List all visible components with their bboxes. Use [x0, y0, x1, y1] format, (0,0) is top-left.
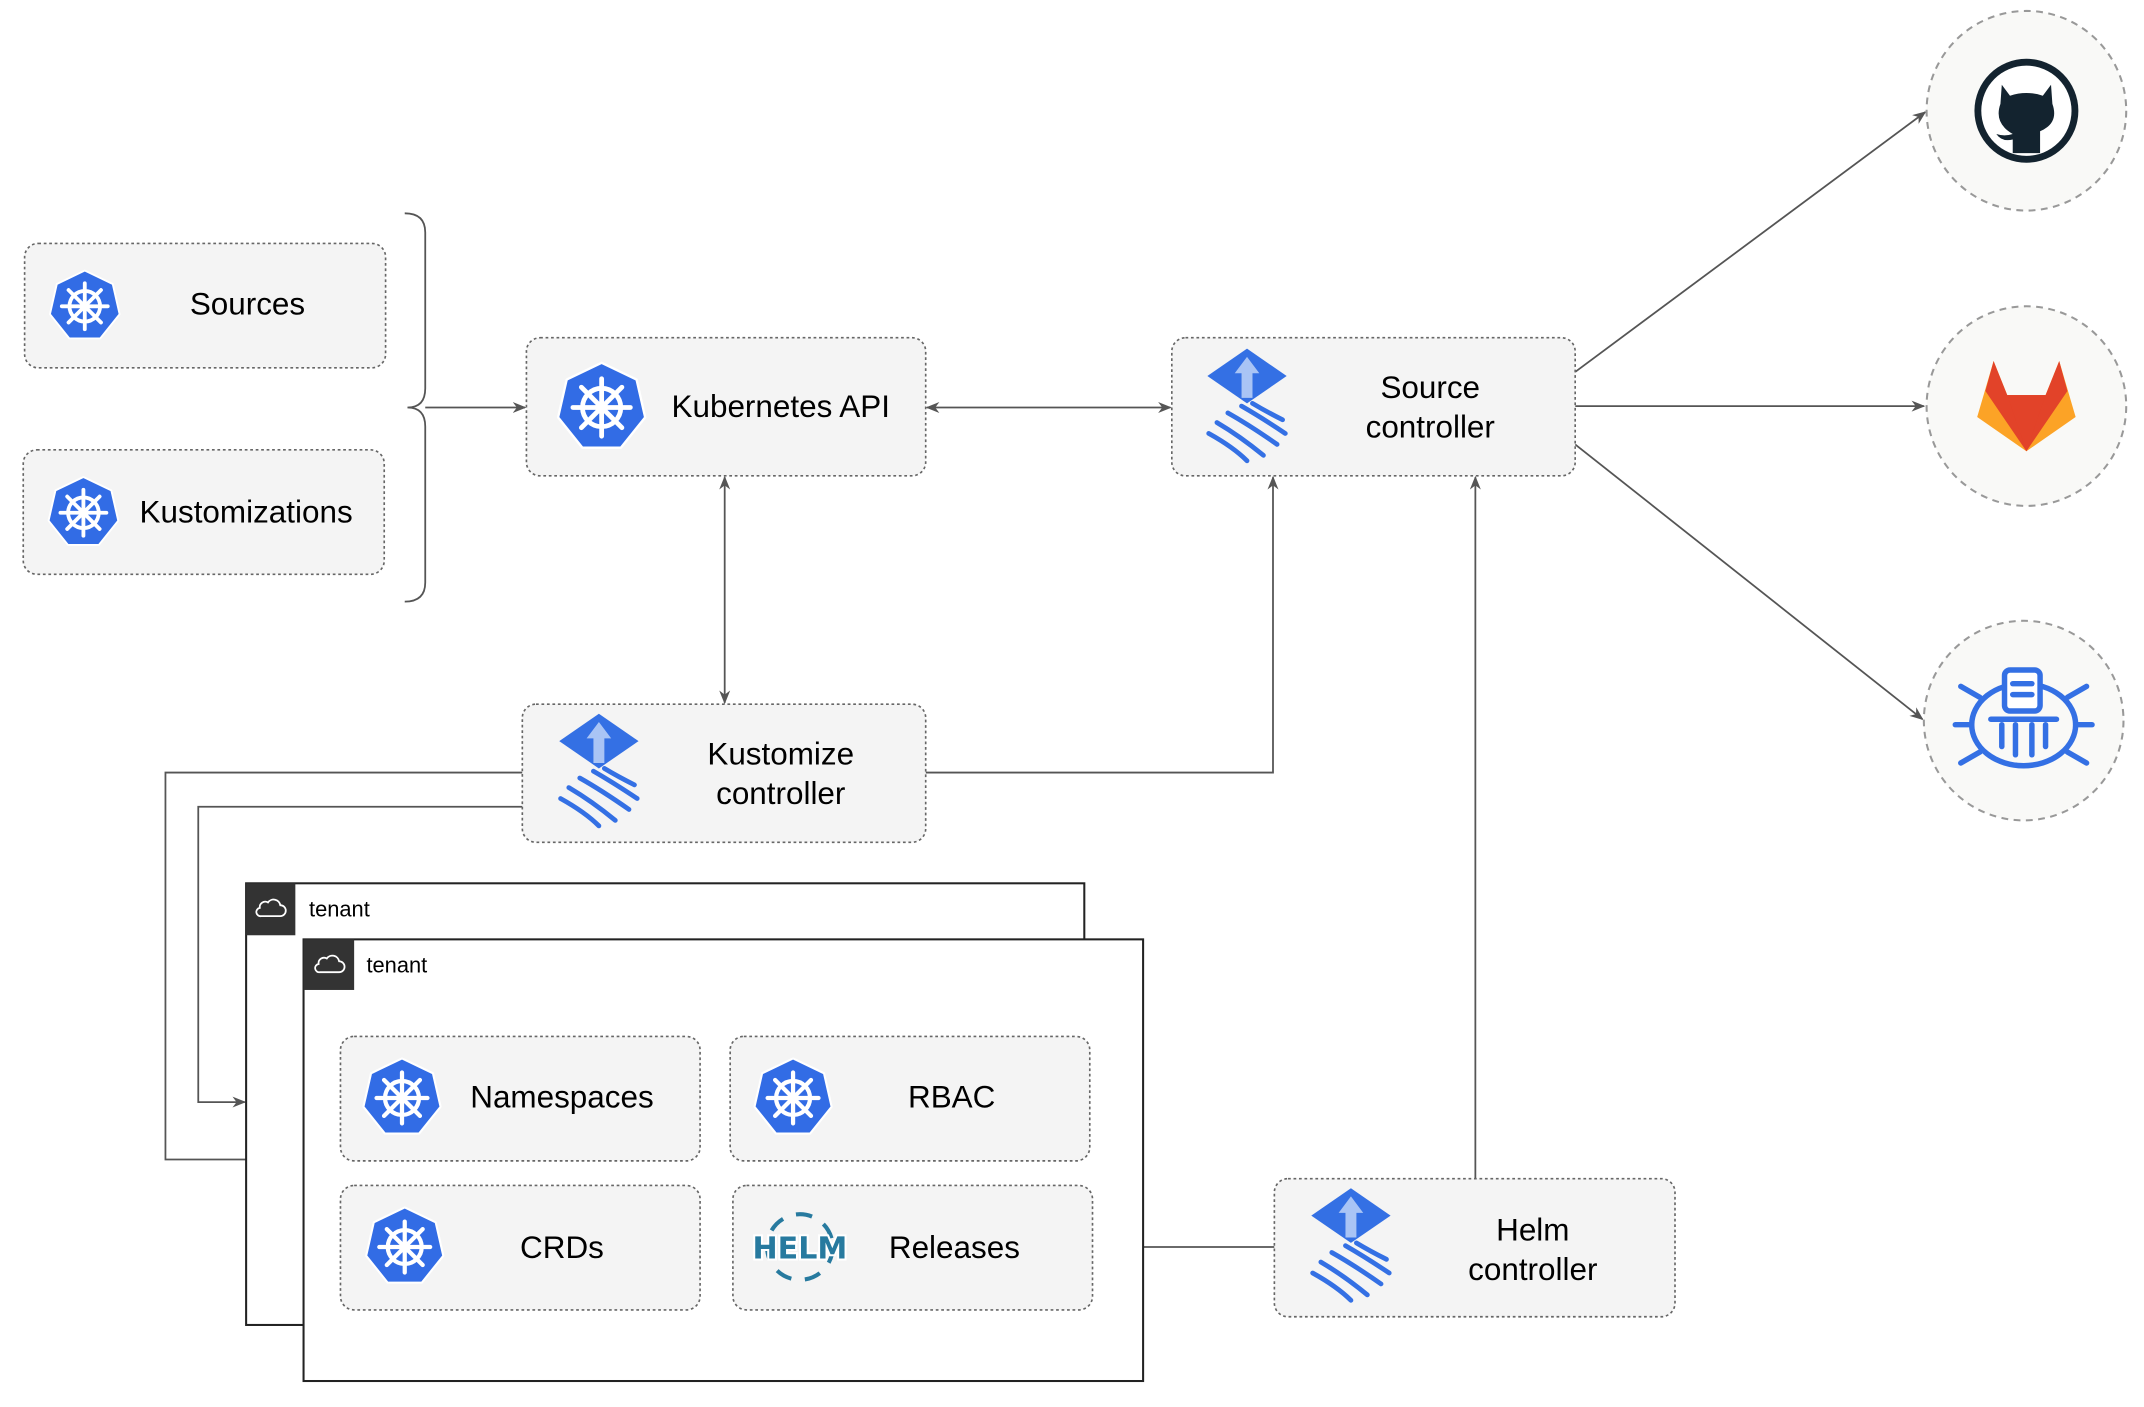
edge-kustomize-to-tenant-front: [164, 771, 523, 1165]
rbac-label: RBAC: [908, 1080, 995, 1115]
helm-controller-label-1: Helm: [1496, 1212, 1569, 1247]
edge-source-to-bucket: [1574, 443, 1924, 721]
releases-node[interactable]: HELM Releases: [732, 1184, 1094, 1311]
svg-text:HELM: HELM: [752, 1231, 847, 1266]
edge-kustomize-to-source: [925, 475, 1279, 774]
source-controller-label-1: Source: [1380, 370, 1480, 405]
kustomizations-node[interactable]: Kustomizations: [22, 449, 386, 576]
edge-kustomize-to-tenant-back: [197, 805, 523, 1108]
kustomize-controller-node[interactable]: Kustomize controller: [521, 703, 927, 844]
kustomizations-label: Kustomizations: [140, 494, 353, 529]
kubernetes-api-label: Kubernetes API: [672, 389, 890, 424]
rbac-node[interactable]: RBAC: [729, 1035, 1091, 1162]
kubernetes-api-node[interactable]: Kubernetes API: [525, 336, 927, 477]
helm-controller-node[interactable]: Helm controller: [1273, 1177, 1676, 1318]
tenant-header-badge: [246, 883, 296, 936]
source-controller-label-2: controller: [1366, 410, 1495, 445]
tenant-label: tenant: [366, 952, 427, 977]
tenant-label: tenant: [309, 896, 370, 921]
kustomize-controller-label-1: Kustomize: [707, 736, 854, 771]
crds-node[interactable]: CRDs: [339, 1184, 701, 1311]
crds-label: CRDs: [520, 1230, 604, 1265]
connections: [164, 111, 1927, 1253]
helm-icon: HELM: [750, 1212, 849, 1282]
github-icon: [1974, 58, 2079, 163]
namespaces-node[interactable]: Namespaces: [339, 1035, 701, 1162]
bucket-icon: [1952, 667, 2095, 769]
grouping-brace: [404, 212, 427, 603]
source-controller-node[interactable]: Source controller: [1170, 336, 1577, 477]
sources-label: Sources: [190, 287, 305, 322]
releases-label: Releases: [889, 1230, 1020, 1265]
tenant-header-badge: [303, 939, 355, 990]
github-node[interactable]: [1925, 9, 2128, 212]
helm-controller-label-2: controller: [1468, 1252, 1597, 1287]
gitlab-icon: [1977, 360, 2076, 452]
sources-node[interactable]: Sources: [23, 242, 387, 369]
gitlab-node[interactable]: [1925, 305, 2128, 507]
bucket-node[interactable]: [1922, 619, 2125, 822]
edge-source-to-github: [1574, 111, 1927, 373]
namespaces-label: Namespaces: [470, 1080, 653, 1115]
kustomize-controller-label-2: controller: [716, 776, 845, 811]
